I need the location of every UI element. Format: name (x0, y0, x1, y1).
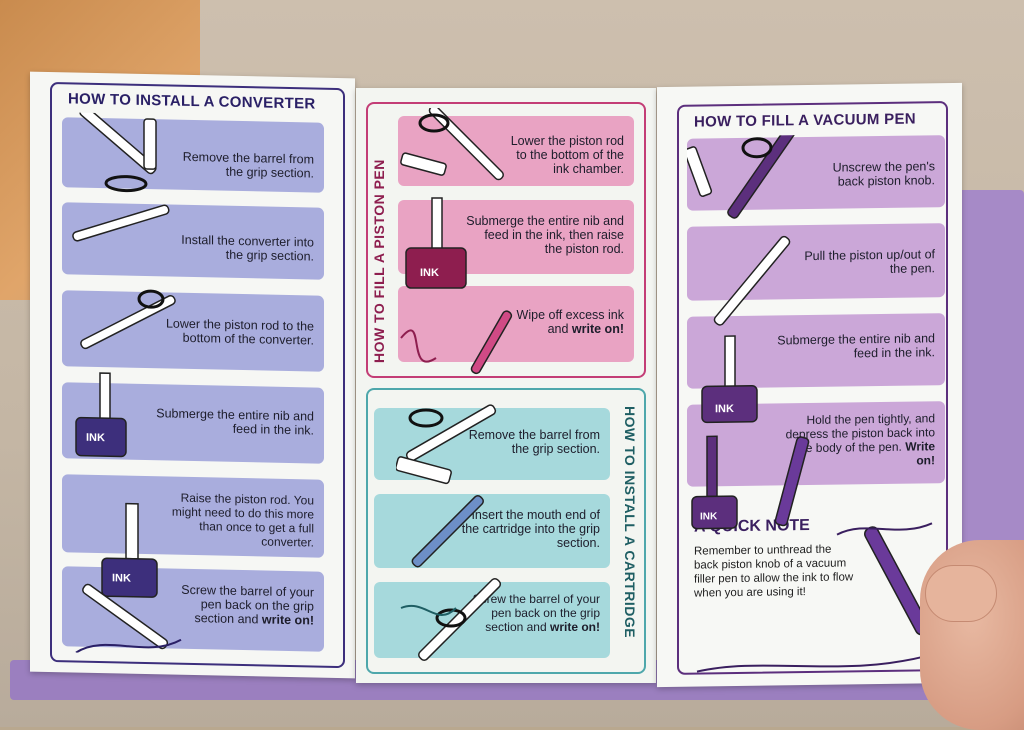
ink-label: INK (420, 267, 439, 279)
panel-piston-cartridge: HOW TO FILL A PISTON PEN HOW TO INSTALL … (356, 88, 656, 683)
panel-vacuum-pen: HOW TO FILL A VACUUM PEN Unscrew the pen… (657, 82, 962, 688)
step-text: Remove the barrel from the grip section. (182, 149, 314, 181)
pen-cap-icon (687, 146, 713, 197)
step-text: Submerge the entire nib and feed in the … (466, 214, 624, 256)
pen-barrel-icon (79, 112, 157, 175)
cartridge-write-icon (418, 577, 502, 661)
step-text: Install the converter into the grip sect… (181, 232, 314, 264)
panel-frame-pink (366, 102, 646, 378)
step-text: Raise the piston rod. You might need to … (171, 490, 314, 550)
panel-install-converter: HOW TO INSTALL A CONVERTER Remove the ba… (30, 71, 355, 679)
ink-bottle-icon (75, 416, 127, 458)
heading-install-cartridge: HOW TO INSTALL A CARTRIDGE (622, 406, 638, 639)
ink-label: INK (112, 572, 131, 584)
write-on-text: write on! (550, 620, 600, 634)
step-insert-cartridge: Insert the mouth end of the cartridge in… (374, 494, 610, 568)
write-on-text: write on! (261, 612, 314, 628)
step-text: Screw the barrel of your pen back on the… (472, 592, 600, 634)
vacuum-write-icon (774, 436, 810, 527)
ink-bottle-icon (701, 385, 758, 424)
panel-frame-teal (366, 388, 646, 674)
step-wipe-ink: Wipe off excess ink and write on! (398, 286, 634, 362)
cartridge-pen-icon (405, 404, 497, 462)
converter-illustrations: INK INK (72, 112, 182, 654)
ink-bottle-icon (691, 495, 738, 530)
piston-cartridge-illustrations: INK (396, 108, 513, 661)
ink-label: INK (86, 432, 105, 444)
pen-cap-icon (400, 152, 447, 176)
piston-pen-write-icon (470, 310, 513, 375)
ink-bottle-icon (405, 247, 467, 289)
heading-fill-vacuum-pen: HOW TO FILL A VACUUM PEN (694, 110, 916, 131)
pen-converter-icon (72, 204, 170, 242)
step-text: Remove the barrel from the grip section. (468, 428, 600, 456)
pen-raise-icon (125, 502, 139, 560)
step-text: Lower the piston rod to the bottom of th… (510, 134, 624, 176)
pen-vertical-icon (99, 372, 111, 425)
vacuum-pen-icon (727, 133, 798, 219)
step-text: Wipe off excess ink and (516, 308, 624, 336)
ink-label: INK (715, 403, 734, 415)
pen-vertical-icon (724, 335, 736, 392)
heading-fill-piston-pen: HOW TO FILL A PISTON PEN (371, 159, 387, 363)
pen-piston-icon (80, 294, 176, 350)
step-text: Insert the mouth end of the cartridge in… (461, 508, 600, 550)
cartridge-insert-icon (411, 495, 484, 568)
vacuum-depress-icon (706, 435, 718, 498)
pen-cap-icon (143, 118, 157, 170)
vacuum-illustrations: INK INK (687, 133, 938, 673)
pen-cap-icon (396, 456, 452, 485)
ink-bottle-icon (101, 557, 158, 598)
thumb (925, 565, 997, 622)
step-text: Lower the piston rod to the bottom of th… (165, 316, 314, 348)
pen-vertical-icon (431, 197, 443, 254)
vacuum-pull-icon (713, 235, 791, 326)
write-on-text: write on! (571, 322, 624, 336)
ink-label: INK (700, 511, 718, 522)
